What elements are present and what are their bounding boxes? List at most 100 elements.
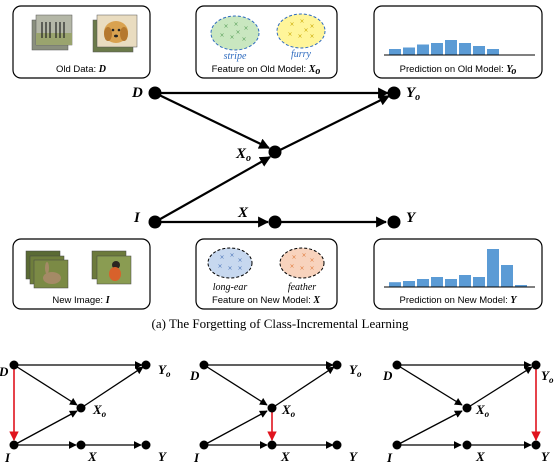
svg-text:×: × — [237, 257, 242, 264]
svg-text:×: × — [287, 31, 292, 38]
histogram-bar — [487, 249, 499, 287]
histogram-bar — [459, 43, 471, 55]
histogram-bar — [487, 49, 499, 55]
svg-text:×: × — [223, 23, 228, 30]
prediction-old-box: Prediction on Old Model: Yo — [373, 5, 543, 79]
node-i — [148, 215, 162, 229]
svg-text:×: × — [309, 33, 314, 40]
feature-new-box: ××× ××× ××× ××× long-ear feather Feature… — [195, 238, 338, 310]
svg-text:Y: Y — [158, 449, 167, 464]
feature-new-label: Feature on New Model: X — [212, 295, 320, 306]
histogram-bar — [515, 285, 527, 287]
furry-label: furry — [291, 49, 312, 60]
small-graph-2: D Yo Xo I X Y — [189, 360, 362, 465]
furry-cluster — [276, 13, 326, 49]
label-i: I — [133, 210, 141, 226]
svg-text:D: D — [0, 364, 9, 379]
rabbit-image — [25, 250, 69, 289]
svg-text:×: × — [227, 265, 232, 272]
svg-text:Xo: Xo — [475, 402, 490, 419]
histogram-bar — [403, 281, 415, 287]
svg-text:Yo: Yo — [541, 368, 554, 385]
dog-image — [92, 14, 138, 53]
feather-cluster — [279, 247, 325, 279]
svg-text:Xo: Xo — [92, 402, 107, 419]
label-yo: Yo — [406, 85, 420, 103]
svg-text:×: × — [241, 36, 246, 43]
histogram-bar — [389, 49, 401, 55]
svg-text:Xo: Xo — [281, 402, 296, 419]
feature-old-box: ××× ××× × ××× ××× × stripe furry Feature… — [195, 5, 338, 79]
node-x — [268, 215, 282, 229]
small-graph-1: D Yo Xo I X Y — [0, 360, 171, 465]
svg-text:×: × — [299, 18, 304, 25]
new-prediction-histogram — [389, 249, 527, 287]
svg-text:X: X — [280, 449, 290, 464]
svg-text:×: × — [289, 21, 294, 28]
svg-text:×: × — [229, 252, 234, 259]
prediction-new-label: Prediction on New Model: Y — [400, 295, 518, 306]
long-ear-label: long-ear — [213, 282, 248, 293]
prediction-new-box: Prediction on New Model: Y — [373, 238, 543, 310]
old-data-box: Old Data: D — [12, 5, 151, 79]
svg-text:×: × — [309, 265, 314, 272]
svg-text:×: × — [219, 32, 224, 39]
feather-label: feather — [288, 282, 316, 293]
svg-text:×: × — [309, 23, 314, 30]
prediction-old-label: Prediction on Old Model: Yo — [400, 64, 517, 77]
svg-text:×: × — [219, 254, 224, 261]
histogram-bar — [431, 43, 443, 55]
small-graph-3: D Yo Xo I X Y — [382, 360, 554, 465]
main-graph: D Yo Xo I X Y — [131, 85, 420, 229]
histogram-bar — [473, 46, 485, 55]
svg-text:X: X — [87, 449, 97, 464]
svg-text:×: × — [301, 252, 306, 259]
caption: (a) The Forgetting of Class-Incremental … — [152, 316, 409, 331]
svg-text:×: × — [297, 33, 302, 40]
histogram-bar — [431, 277, 443, 287]
svg-text:Y: Y — [541, 449, 550, 464]
label-x: X — [237, 205, 249, 221]
node-yo — [387, 86, 401, 100]
zebra-image — [31, 14, 73, 51]
svg-text:×: × — [233, 21, 238, 28]
label-y: Y — [406, 210, 417, 226]
histogram-bar — [389, 282, 401, 287]
svg-text:X: X — [475, 449, 485, 464]
stripe-cluster — [210, 15, 260, 51]
svg-text:×: × — [237, 265, 242, 272]
new-image-box: New Image: I — [12, 238, 151, 310]
node-d — [148, 86, 162, 100]
svg-text:I: I — [193, 450, 200, 465]
histogram-bar — [403, 47, 415, 55]
histogram-bar — [445, 279, 457, 287]
svg-text:×: × — [303, 27, 308, 34]
label-xo: Xo — [235, 146, 251, 164]
svg-text:D: D — [382, 368, 393, 383]
svg-text:D: D — [189, 368, 200, 383]
svg-text:×: × — [235, 29, 240, 36]
svg-text:Yo: Yo — [349, 362, 362, 379]
svg-text:×: × — [217, 263, 222, 270]
svg-text:Yo: Yo — [158, 362, 171, 379]
old-prediction-histogram — [389, 40, 499, 55]
node-xo — [268, 145, 282, 159]
label-d: D — [131, 85, 143, 101]
svg-text:×: × — [299, 265, 304, 272]
svg-text:I: I — [386, 450, 393, 465]
svg-text:Y: Y — [349, 449, 358, 464]
histogram-bar — [417, 44, 429, 55]
feature-old-label: Feature on Old Model: Xo — [212, 64, 321, 77]
svg-text:×: × — [229, 34, 234, 41]
svg-text:I: I — [4, 450, 11, 465]
new-image-label: New Image: I — [52, 295, 110, 306]
old-data-label: Old Data: D — [56, 64, 106, 75]
node-y — [387, 215, 401, 229]
histogram-bar — [417, 279, 429, 287]
svg-text:×: × — [289, 263, 294, 270]
svg-text:×: × — [291, 254, 296, 261]
histogram-bar — [445, 40, 457, 55]
long-ear-cluster — [207, 247, 253, 279]
histogram-bar — [459, 275, 471, 287]
